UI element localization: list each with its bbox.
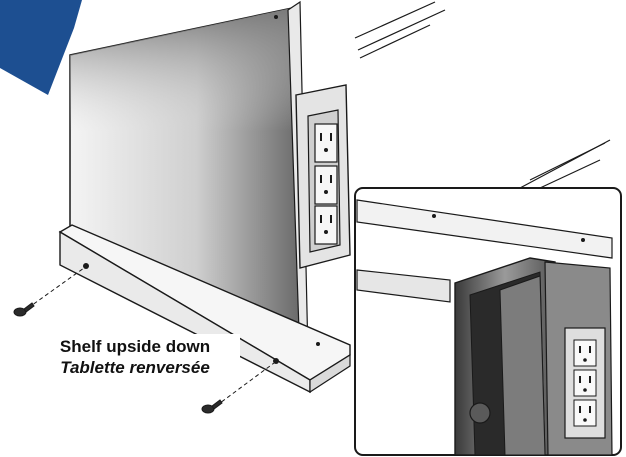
caption-english: Shelf upside down — [59, 337, 211, 356]
power-outlet-icon — [573, 339, 597, 427]
screw-icon — [13, 302, 223, 414]
screw-guide-lines — [27, 267, 275, 407]
background-rails — [354, 1, 611, 189]
direction-arrow-icon — [0, 0, 82, 95]
detail-inset — [354, 187, 622, 456]
caption-french: Tablette renversée — [60, 358, 210, 377]
outlet-plate — [295, 84, 351, 269]
shelf-caption: Shelf upside down Tablette renversée — [30, 334, 240, 380]
power-outlet-icon — [314, 123, 338, 245]
shelf-rail — [58, 224, 351, 394]
